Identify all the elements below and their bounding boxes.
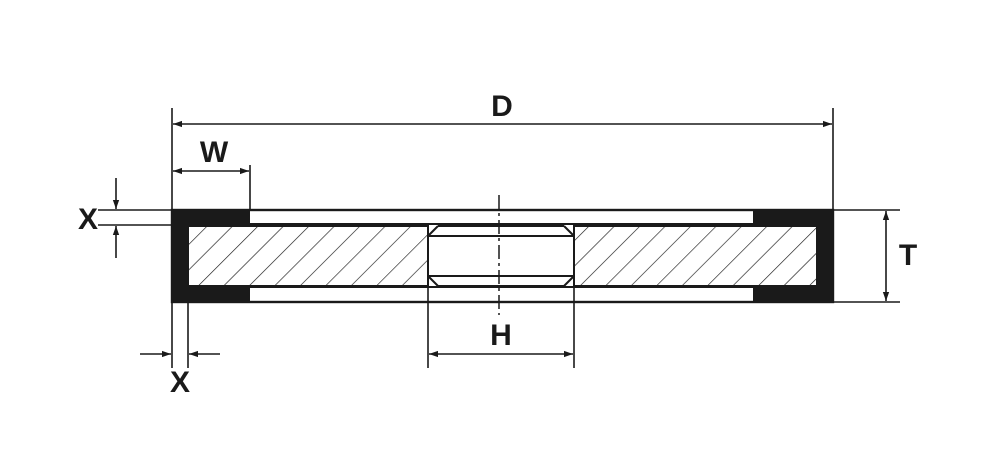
hatched-core-right xyxy=(573,225,818,287)
label-x-left: X xyxy=(78,203,98,236)
abrasive-right-side xyxy=(817,210,833,302)
abrasive-bottom-left xyxy=(172,287,250,302)
abrasive-bottom-right xyxy=(753,287,833,302)
abrasive-top-right xyxy=(753,210,833,225)
label-d: D xyxy=(491,90,513,123)
abrasive-layer xyxy=(172,210,833,302)
dimension-x-left xyxy=(98,178,172,258)
label-t: T xyxy=(899,239,917,272)
dimension-t xyxy=(833,209,900,303)
abrasive-left-side xyxy=(172,210,188,302)
abrasive-top-left xyxy=(172,210,250,225)
hatched-core-left xyxy=(187,225,429,287)
label-w: W xyxy=(200,136,229,169)
dimension-x-bottom xyxy=(140,302,220,368)
dimension-w xyxy=(173,165,251,210)
label-h: H xyxy=(490,319,512,352)
dimension-h xyxy=(427,286,575,368)
label-x-bottom: X xyxy=(170,366,190,399)
dimension-d xyxy=(171,108,834,210)
bore xyxy=(427,225,575,287)
